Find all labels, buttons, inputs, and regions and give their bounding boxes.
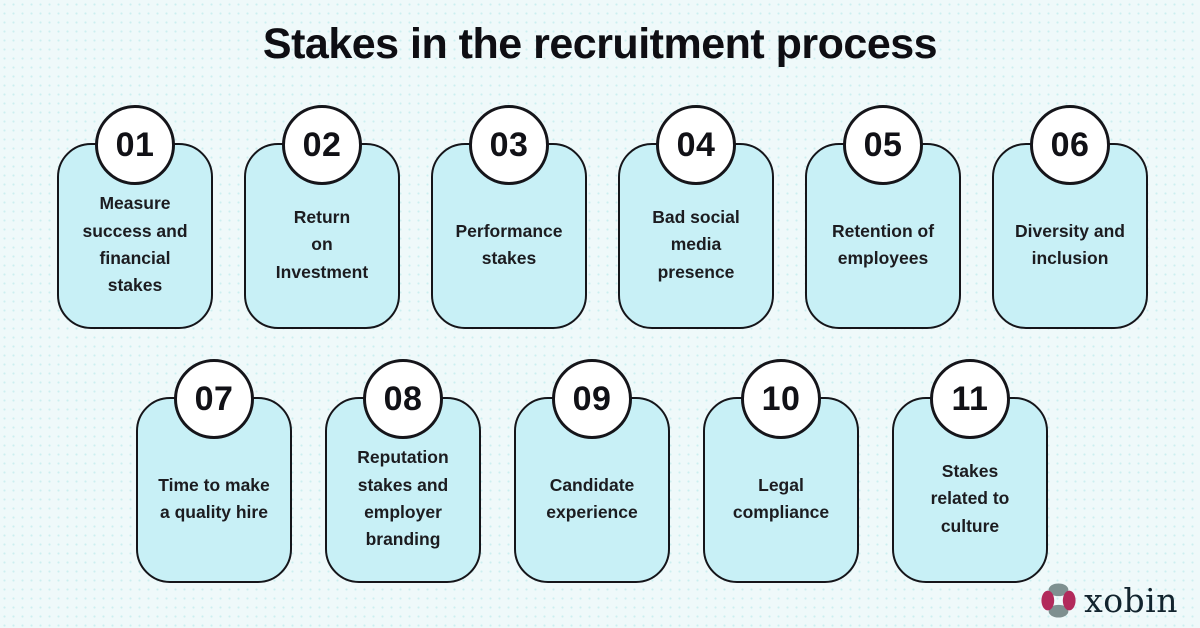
card-number-badge: 08 xyxy=(363,359,443,439)
card-label: Return on Investment xyxy=(275,207,369,282)
card-number-badge: 07 xyxy=(174,359,254,439)
card-label: Diversity and inclusion xyxy=(1015,220,1125,268)
stake-card-03: 03 Performance stakes xyxy=(431,105,587,329)
card-number-badge: 11 xyxy=(930,359,1010,439)
stake-card-11: 11 Stakes related to culture xyxy=(892,359,1048,583)
stake-card-08: 08 Reputation stakes and employer brandi… xyxy=(325,359,481,583)
page-title: Stakes in the recruitment process xyxy=(262,20,938,68)
stake-card-07: 07 Time to make a quality hire xyxy=(136,359,292,583)
card-number-badge: 10 xyxy=(741,359,821,439)
card-number-badge: 02 xyxy=(282,105,362,185)
xobin-logo: xobin xyxy=(1040,581,1178,620)
card-label: Retention of employees xyxy=(831,220,935,268)
cards-row-1: 01 Measure success and financial stakes … xyxy=(57,105,1148,329)
card-number-badge: 01 xyxy=(95,105,175,185)
xobin-logo-icon xyxy=(1040,582,1077,619)
stake-card-02: 02 Return on Investment xyxy=(244,105,400,329)
card-number-badge: 06 xyxy=(1030,105,1110,185)
stake-card-10: 10 Legal compliance xyxy=(703,359,859,583)
card-number-badge: 03 xyxy=(469,105,549,185)
stake-card-01: 01 Measure success and financial stakes xyxy=(57,105,213,329)
card-label: Time to make a quality hire xyxy=(158,474,270,522)
stake-card-09: 09 Candidate experience xyxy=(514,359,670,583)
card-label: Performance stakes xyxy=(455,220,563,268)
card-label: Bad social media presence xyxy=(652,207,740,282)
xobin-logo-text: xobin xyxy=(1084,581,1178,620)
card-number-badge: 09 xyxy=(552,359,632,439)
card-label: Stakes related to culture xyxy=(930,461,1010,536)
card-label: Legal compliance xyxy=(732,474,830,522)
card-label: Reputation stakes and employer branding xyxy=(357,447,449,550)
card-number-badge: 05 xyxy=(843,105,923,185)
cards-row-2: 07 Time to make a quality hire 08 Reputa… xyxy=(136,359,1048,583)
card-label: Candidate experience xyxy=(546,474,638,522)
stake-card-04: 04 Bad social media presence xyxy=(618,105,774,329)
stake-card-05: 05 Retention of employees xyxy=(805,105,961,329)
stake-card-06: 06 Diversity and inclusion xyxy=(992,105,1148,329)
card-number-badge: 04 xyxy=(656,105,736,185)
card-label: Measure success and financial stakes xyxy=(82,193,188,296)
